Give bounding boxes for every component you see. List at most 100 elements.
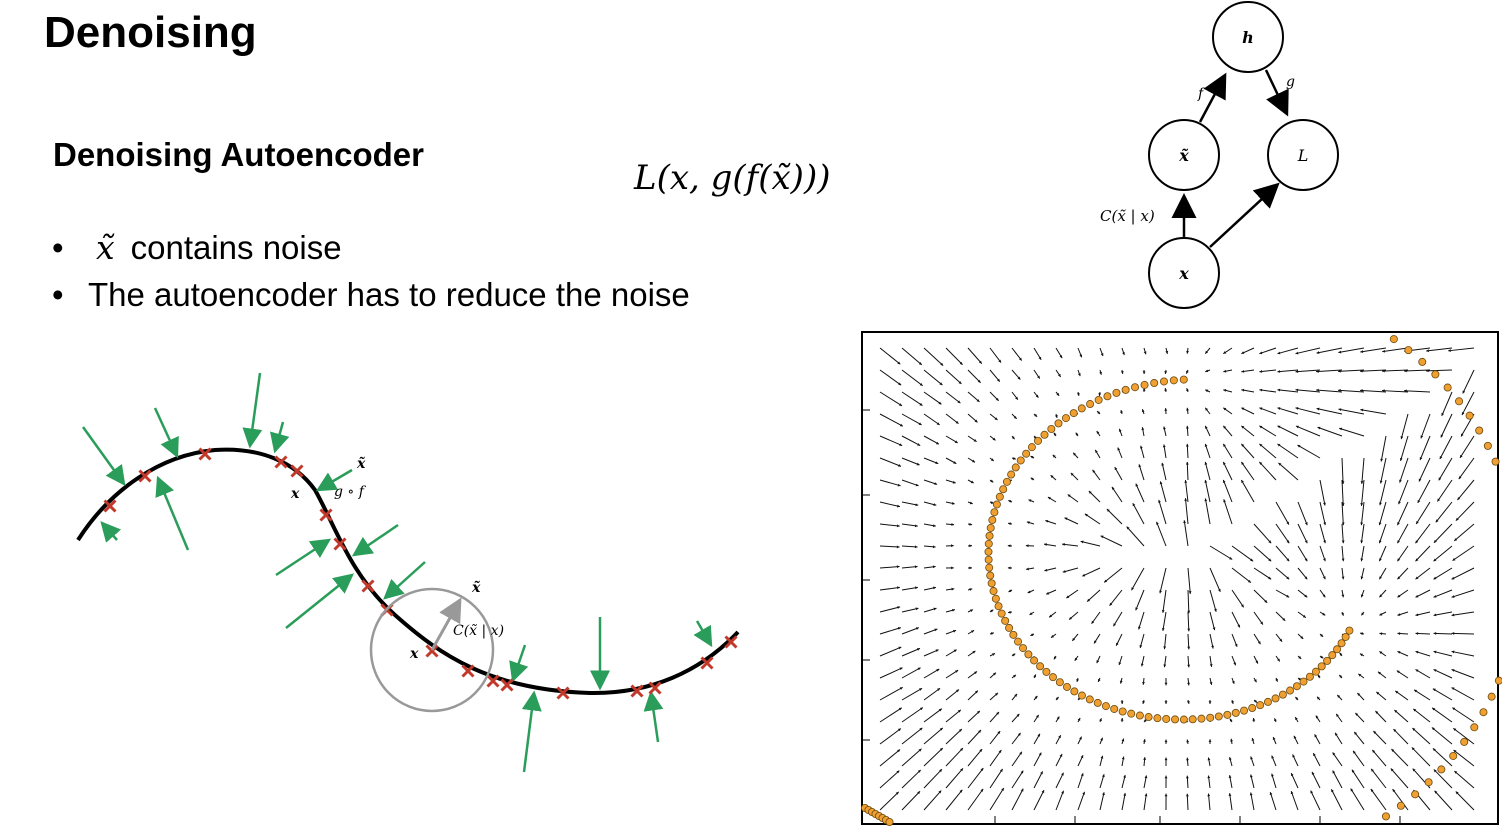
field-arrowhead — [1019, 751, 1022, 755]
field-arrow — [1390, 768, 1409, 789]
noise-arrow — [155, 475, 190, 551]
field-arrowhead — [1415, 669, 1419, 673]
field-arrowhead — [1073, 452, 1077, 456]
field-arrowhead — [1025, 544, 1029, 548]
field-arrowhead — [1268, 576, 1272, 580]
field-arrow — [901, 687, 923, 701]
field-arrow — [1138, 464, 1145, 481]
field-arrowhead — [1379, 594, 1383, 598]
field-arrowhead — [1026, 567, 1029, 571]
field-arrowhead — [999, 768, 1003, 772]
field-arrowhead — [1241, 351, 1245, 354]
field-arrowhead — [1186, 739, 1190, 743]
field-arrow — [1259, 425, 1277, 437]
field-arrow — [1231, 589, 1245, 608]
field-arrowhead — [1074, 657, 1078, 661]
field-arrowhead — [1164, 793, 1168, 797]
field-arrowhead — [1161, 462, 1165, 466]
field-arrow — [1415, 545, 1431, 562]
field-arrowhead — [959, 789, 963, 793]
field-arrow — [1451, 650, 1475, 657]
data-point — [1040, 430, 1049, 439]
field-arrowhead — [1397, 613, 1401, 616]
field-arrow — [1277, 425, 1299, 437]
field-arrowhead — [1163, 426, 1166, 430]
data-point — [1036, 662, 1045, 671]
field-arrow — [1415, 669, 1431, 679]
field-arrowhead — [1399, 479, 1402, 483]
field-arrowhead — [994, 417, 998, 420]
field-arrowhead — [933, 503, 937, 506]
field-arrowhead — [1183, 520, 1187, 524]
field-arrowhead — [951, 523, 955, 526]
field-arrowhead — [955, 420, 959, 424]
field-arrowhead — [1397, 576, 1401, 580]
x-label: x — [290, 486, 300, 502]
field-arrow — [945, 413, 959, 425]
field-arrowhead — [1001, 787, 1004, 791]
field-arrowhead — [1336, 713, 1339, 717]
field-arrow — [1240, 461, 1255, 481]
field-arrowhead — [897, 728, 901, 732]
corrupted-points — [103, 447, 738, 700]
field-arrowhead — [1143, 351, 1147, 355]
data-point — [1011, 463, 1020, 472]
field-arrowhead — [1185, 425, 1189, 429]
field-arrowhead — [1397, 651, 1401, 654]
data-point — [1271, 694, 1280, 703]
field-arrow — [1439, 435, 1453, 460]
field-arrowhead — [1121, 738, 1125, 742]
field-arrowhead — [1008, 610, 1011, 614]
field-arrowhead — [1295, 717, 1298, 721]
field-arrowhead — [1416, 521, 1419, 525]
field-arrowhead — [990, 501, 994, 504]
field-arrowhead — [1375, 710, 1379, 714]
field-arrowhead — [938, 401, 942, 405]
field-arrowhead — [1382, 389, 1385, 393]
field-arrow — [1159, 481, 1167, 503]
field-arrowhead — [1432, 707, 1436, 711]
field-arrow — [1240, 443, 1255, 459]
corruption-label: C(x̃ | x) — [453, 623, 504, 639]
field-arrow — [1457, 479, 1475, 501]
field-arrow — [1316, 389, 1343, 393]
data-point — [1286, 686, 1295, 695]
field-arrowhead — [1135, 483, 1139, 487]
data-point — [999, 485, 1008, 494]
field-arrowhead — [1159, 481, 1163, 485]
corrupted-point-marker — [700, 656, 714, 670]
field-arrowhead — [934, 628, 938, 632]
field-arrowhead — [1331, 789, 1334, 793]
noise-arrow — [81, 426, 126, 487]
field-arrowhead — [1411, 747, 1415, 751]
field-arrowhead — [1452, 707, 1456, 711]
field-arrow — [901, 769, 922, 789]
field-arrowhead — [1360, 481, 1364, 484]
field-arrow — [1451, 669, 1475, 679]
field-arrow — [1462, 369, 1475, 394]
field-arrow — [1433, 632, 1453, 635]
data-point — [1162, 714, 1171, 723]
field-arrowhead — [1268, 540, 1272, 544]
field-arrowhead — [1378, 522, 1382, 526]
field-arrow — [1162, 589, 1167, 613]
field-arrowhead — [1123, 792, 1127, 796]
field-arrowhead — [1135, 607, 1139, 611]
field-arrowhead — [969, 566, 972, 570]
node-x-tilde — [1148, 119, 1220, 191]
field-arrowhead — [1118, 428, 1122, 432]
field-arrowhead — [997, 731, 1001, 734]
field-arrowhead — [1076, 678, 1080, 682]
field-arrowhead — [1419, 457, 1423, 461]
field-arrowhead — [1028, 499, 1032, 503]
field-arrowhead — [993, 672, 996, 676]
field-arrowhead — [1278, 462, 1282, 466]
field-arrowhead — [935, 649, 939, 653]
field-arrowhead — [1061, 790, 1064, 794]
field-arrowhead — [1027, 590, 1031, 594]
field-arrowhead — [1187, 646, 1191, 650]
corrupted-point-marker — [333, 537, 347, 551]
field-arrowhead — [1241, 461, 1245, 465]
data-point — [1022, 449, 1031, 458]
field-arrow — [1159, 567, 1167, 594]
